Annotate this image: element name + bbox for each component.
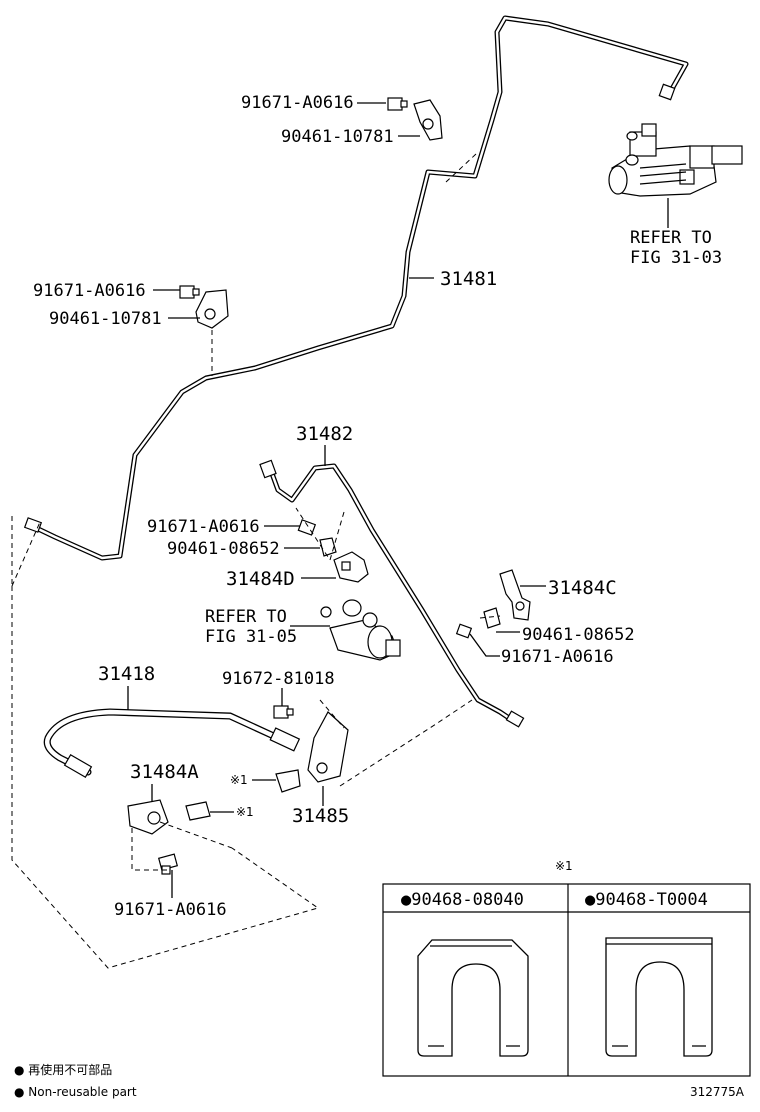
clip-31485	[275, 769, 301, 793]
bolt-top	[387, 97, 408, 111]
bracket-31484C	[499, 569, 531, 621]
assembly-lines	[11, 153, 501, 969]
label-refer-to-mid: REFER TO	[205, 607, 287, 627]
table-col-1: ●90468-08040	[401, 890, 524, 910]
bolt-right	[455, 623, 473, 639]
label-90461-10781-left: 90461-10781	[49, 309, 162, 329]
bolt-left	[179, 285, 200, 299]
legend-english: ● Non-reusable part	[14, 1085, 137, 1099]
bracket-31484D	[333, 551, 369, 583]
label-31484D: 31484D	[226, 568, 295, 590]
label-90461-08652-right: 90461-08652	[522, 625, 635, 645]
table-col-2: ●90468-T0004	[585, 890, 708, 910]
pipe-31481	[23, 15, 689, 561]
clip-right	[483, 607, 501, 629]
bolt-hose	[273, 705, 294, 719]
label-31484C: 31484C	[548, 577, 617, 599]
label-91671-A0616-top: 91671-A0616	[241, 93, 354, 113]
label-31418: 31418	[98, 663, 155, 685]
label-mark-1-upper: ※1	[230, 773, 248, 787]
label-91671-A0616-mid: 91671-A0616	[147, 517, 260, 537]
table-mark: ※1	[555, 859, 573, 873]
clip-90468-08040-drawing	[417, 939, 529, 1057]
label-90461-10781-top: 90461-10781	[281, 127, 394, 147]
label-fig-31-03: FIG 31-03	[630, 248, 722, 268]
clip-mid	[319, 537, 337, 557]
label-90461-08652-mid: 90461-08652	[167, 539, 280, 559]
label-91671-A0616-bottom: 91671-A0616	[114, 900, 227, 920]
clip-31484A	[185, 801, 211, 821]
bracket-31484A	[127, 799, 169, 835]
bolt-bottom	[157, 853, 179, 875]
label-refer-to-top: REFER TO	[630, 228, 712, 248]
label-31484A: 31484A	[130, 761, 199, 783]
label-91671-A0616-left: 91671-A0616	[33, 281, 146, 301]
label-31481: 31481	[440, 268, 497, 290]
label-mark-1-lower: ※1	[236, 805, 254, 819]
pipe-31482	[259, 459, 525, 728]
label-31482: 31482	[296, 423, 353, 445]
bracket-31485	[307, 711, 349, 783]
hose-31418	[43, 708, 301, 779]
label-fig-31-05: FIG 31-05	[205, 627, 297, 647]
clip-90468-T0004-drawing	[605, 937, 713, 1057]
clip-top	[413, 99, 443, 141]
leader-lines	[127, 102, 669, 898]
legend-japanese: ● 再使用不可部品	[14, 1062, 112, 1077]
clip-reference-table: ※1 ●90468-08040 ●90468-T0004	[382, 859, 751, 1077]
clip-left	[195, 289, 229, 329]
figure-id: 312775A	[690, 1085, 745, 1099]
label-31485: 31485	[292, 805, 349, 827]
clutch-release-cylinder	[320, 599, 401, 661]
clutch-master-cylinder	[608, 123, 743, 197]
label-91672-81018: 91672-81018	[222, 669, 335, 689]
label-91671-A0616-right: 91671-A0616	[501, 647, 614, 667]
